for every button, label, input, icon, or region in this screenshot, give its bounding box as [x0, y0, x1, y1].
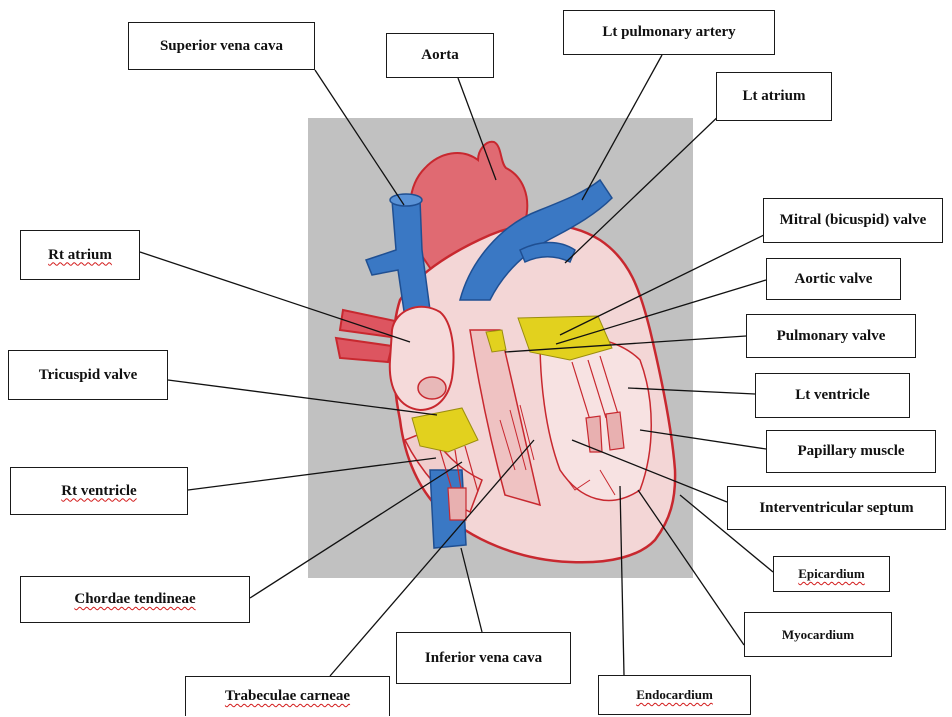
label-rt-atrium: Rt atrium	[20, 230, 140, 280]
label-lt-pulmonary-artery: Lt pulmonary artery	[563, 10, 775, 55]
label-pulmonary-valve: Pulmonary valve	[746, 314, 916, 358]
label-epicardium: Epicardium	[773, 556, 890, 592]
label-lt-atrium: Lt atrium	[716, 72, 832, 121]
label-myocardium: Myocardium	[744, 612, 892, 657]
label-aorta: Aorta	[386, 33, 494, 78]
label-endocardium: Endocardium	[598, 675, 751, 715]
label-trabeculae-carneae: Trabeculae carneae	[185, 676, 390, 716]
label-inferior-vena-cava: Inferior vena cava	[396, 632, 571, 684]
label-lt-ventricle: Lt ventricle	[755, 373, 910, 418]
label-chordae-tendineae: Chordae tendineae	[20, 576, 250, 623]
label-superior-vena-cava: Superior vena cava	[128, 22, 315, 70]
label-interventricular-septum: Interventricular septum	[727, 486, 946, 530]
label-mitral-valve: Mitral (bicuspid) valve	[763, 198, 943, 243]
label-tricuspid-valve: Tricuspid valve	[8, 350, 168, 400]
label-rt-ventricle: Rt ventricle	[10, 467, 188, 515]
label-aortic-valve: Aortic valve	[766, 258, 901, 300]
label-papillary-muscle: Papillary muscle	[766, 430, 936, 473]
